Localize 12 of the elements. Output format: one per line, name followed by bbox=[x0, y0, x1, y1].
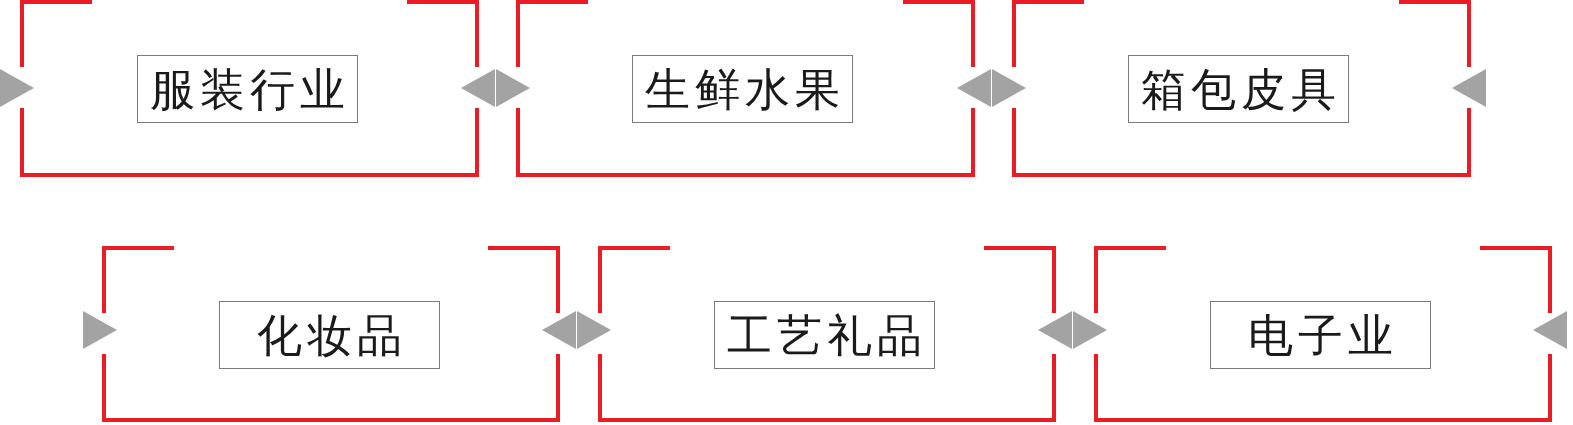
text-box bbox=[219, 301, 440, 369]
category-label: 服装行业 bbox=[149, 66, 350, 112]
category-label: 箱包皮具 bbox=[1140, 66, 1341, 112]
text-box bbox=[714, 301, 935, 369]
text-box bbox=[137, 55, 358, 123]
category-label: 生鲜水果 bbox=[644, 66, 845, 112]
category-label: 电子业 bbox=[1247, 312, 1398, 358]
text-box bbox=[632, 55, 853, 123]
category-label: 化妆品 bbox=[256, 312, 407, 358]
text-box bbox=[1128, 55, 1349, 123]
text-box bbox=[1210, 301, 1431, 369]
category-label: 工艺礼品 bbox=[726, 312, 927, 358]
